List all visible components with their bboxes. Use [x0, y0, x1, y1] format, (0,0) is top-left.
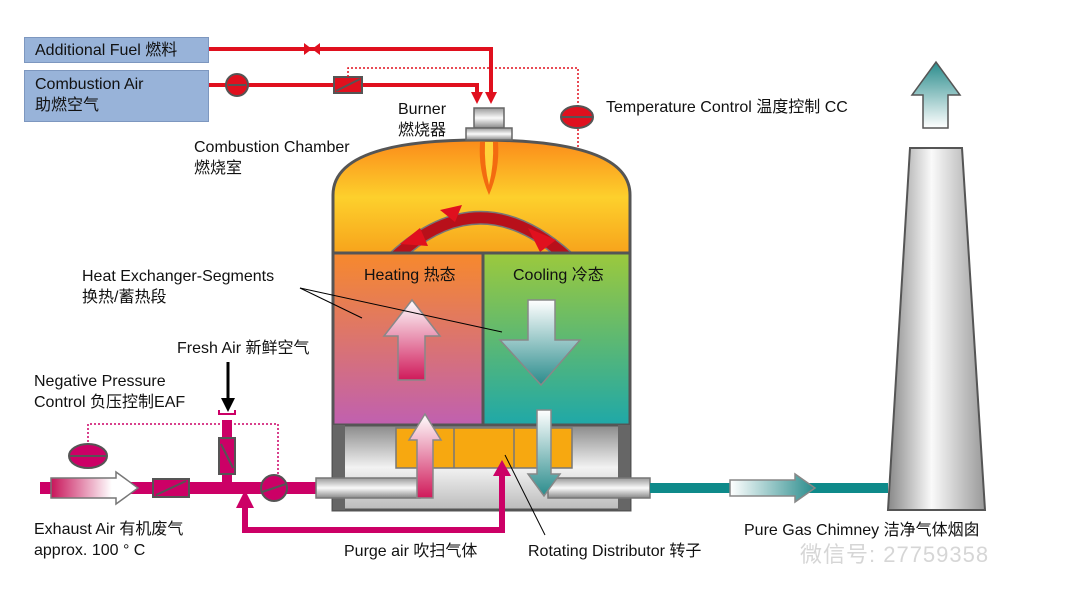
outlet-tube: [547, 477, 651, 499]
fuel-line: [208, 43, 497, 104]
chimney: [886, 147, 987, 511]
exhaust-air-label-name: Exhaust Air 有机废气: [34, 521, 184, 538]
additional-fuel-box: Additional Fuel 燃料: [24, 37, 209, 63]
combustion-air-line: [208, 73, 483, 104]
combustion-chamber-label-en: Combustion Chamber: [194, 139, 350, 156]
fuel-valve-icon: [304, 43, 320, 55]
combustion-air-box: Combustion Air 助燃空气: [24, 70, 209, 122]
pure-gas-chimney-label: Pure Gas Chimney 洁净气体烟囱: [744, 522, 980, 539]
exhaust-air-label: Exhaust Air 有机废气 approx. 100 ° C: [34, 519, 183, 561]
negative-pressure-label: Negative Pressure Control 负压控制EAF: [34, 371, 185, 413]
burner-label-cn: 燃烧器: [398, 122, 447, 139]
combustion-chamber-label-cn: 燃烧室: [194, 160, 243, 177]
temperature-control-signal: [347, 67, 579, 155]
temperature-control-label: Temperature Control 温度控制 CC: [606, 99, 848, 116]
chimney-exhaust-arrow-icon: [910, 60, 962, 129]
exhaust-arrow-icon: [50, 470, 140, 506]
cooling-down-arrow-icon: [498, 299, 582, 387]
additional-fuel-label: Additional Fuel 燃料: [35, 42, 178, 59]
outlet-down-arrow-icon: [526, 409, 562, 498]
negative-pressure-label-1: Negative Pressure: [34, 373, 166, 390]
combustion-air-label-en: Combustion Air: [35, 76, 144, 93]
rotating-distributor-label: Rotating Distributor 转子: [528, 543, 702, 560]
heating-up-arrow-icon: [382, 298, 442, 381]
watermark: 微信号: 27759358: [800, 542, 990, 567]
cooling-label: Cooling 冷态: [513, 267, 604, 284]
exhaust-air-temperature: approx. 100 ° C: [34, 542, 146, 559]
burner-label: Burner 燃烧器: [398, 99, 446, 141]
combustion-chamber-label: Combustion Chamber 燃烧室: [194, 137, 350, 179]
heating-label: Heating 热态: [364, 267, 456, 284]
exhaust-line: [40, 410, 511, 533]
heat-exchanger-label: Heat Exchanger-Segments 换热/蓄热段: [82, 266, 274, 308]
cooling-segment: [481, 251, 632, 427]
burner-icon: [465, 107, 513, 195]
temperature-controller-icon: [560, 105, 594, 129]
fresh-air-label: Fresh Air 新鲜空气: [177, 340, 310, 357]
burner-label-en: Burner: [398, 101, 447, 118]
inlet-up-arrow-icon: [407, 412, 443, 499]
heat-exchanger-label-cn: 换热/蓄热段: [82, 289, 167, 306]
clean-gas-arrow-icon: [729, 472, 817, 504]
heat-exchanger-label-en: Heat Exchanger-Segments: [82, 268, 275, 285]
purge-air-label: Purge air 吹扫气体: [344, 543, 478, 560]
combustion-air-label-cn: 助燃空气: [35, 97, 100, 114]
inlet-tube: [315, 477, 421, 499]
negative-pressure-label-2: Control 负压控制EAF: [34, 394, 186, 411]
